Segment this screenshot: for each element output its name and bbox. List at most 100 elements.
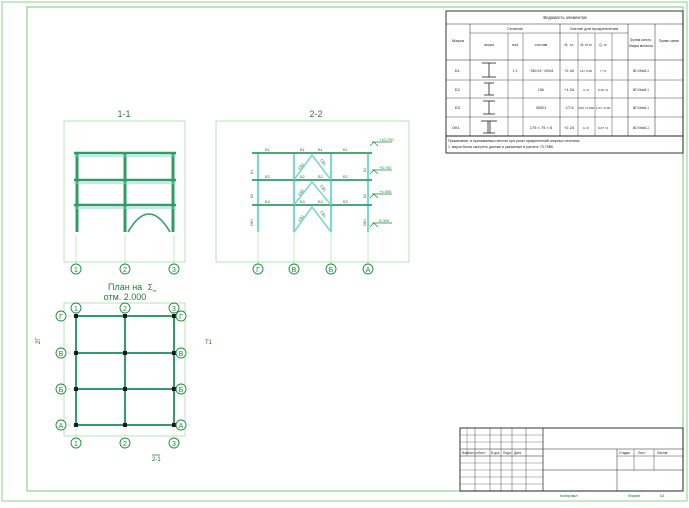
spec-row-steel: ВСт3пс6-1 xyxy=(633,69,649,73)
plan-bottom-mark: 2-1 xyxy=(152,457,161,463)
level-label: 0.000 xyxy=(379,218,390,223)
svg-text:Б1: Б1 xyxy=(265,148,270,152)
svg-text:Б3: Б3 xyxy=(265,200,270,204)
level-label: +4.500 xyxy=(379,189,392,194)
svg-text:Б1: Б1 xyxy=(300,148,305,152)
section-1-1-title: 1-1 xyxy=(117,109,130,119)
svg-text:Б2: Б2 xyxy=(343,175,348,179)
format-value: А3 xyxy=(660,494,664,498)
svg-text:Б2: Б2 xyxy=(265,175,270,179)
plan-title-subscript: нт xyxy=(153,288,157,293)
spec-sub-q: Q, тс xyxy=(599,43,607,47)
axis-label: А xyxy=(59,423,64,430)
svg-text:Б2: Б2 xyxy=(318,175,323,179)
spec-row-m: 0 / 0 xyxy=(583,126,589,130)
svg-text:СВ1: СВ1 xyxy=(298,214,306,222)
level-mark xyxy=(369,193,392,199)
spec-sketch-icons xyxy=(481,62,497,134)
axis-label: Б xyxy=(179,387,184,394)
level-label: +8.700 xyxy=(379,165,392,170)
axis-marker: В В xyxy=(55,347,187,359)
axis-label: В xyxy=(179,351,184,358)
spec-col-note: Приме-чание xyxy=(659,39,679,43)
i-beam-sketch-icon xyxy=(482,62,496,78)
axis-label: Г xyxy=(256,267,260,274)
axis-label: В xyxy=(59,351,64,358)
brace-arch xyxy=(127,213,171,233)
angle-pair-sketch-icon xyxy=(481,120,497,134)
level-mark xyxy=(369,141,392,147)
spec-row-q: 7 / 0 xyxy=(600,69,606,73)
axis-label: 1 xyxy=(74,267,78,274)
plan-side-mark-right: Т1 xyxy=(205,340,213,346)
svg-text:СВ1: СВ1 xyxy=(319,210,327,218)
spec-sub-m: M, тс·м xyxy=(580,43,592,47)
axis-label: 3 xyxy=(172,306,176,313)
spec-row-mark: ОК1 xyxy=(452,125,460,130)
spec-row-m: 3 / 0 xyxy=(583,88,589,92)
spec-col-forces: Усилие для прикрепления xyxy=(570,26,619,31)
axis-label: В xyxy=(292,267,297,274)
svg-text:К1: К1 xyxy=(363,168,367,172)
svg-text:СВ1: СВ1 xyxy=(298,162,306,170)
spec-sub-comp: состав xyxy=(535,42,547,47)
axis-label: Г xyxy=(179,314,183,321)
brace xyxy=(293,153,332,181)
specification-table xyxy=(445,10,684,154)
axis-label: 2 xyxy=(123,441,127,448)
axis-marker: 1 1 xyxy=(70,302,82,449)
spec-row-comp: I30Б1 xyxy=(536,105,547,110)
spec-row-n: +1.34 xyxy=(564,87,575,92)
axis-label: 3 xyxy=(172,441,176,448)
spec-col-group: Группа констр. xyxy=(630,38,652,42)
axis-label: Г xyxy=(59,314,63,321)
spec-row-q: 3.40 / 0 xyxy=(598,88,609,92)
title-block xyxy=(459,427,684,492)
format-label: Формат xyxy=(628,494,641,498)
stamp-stage: Стадия xyxy=(619,451,630,455)
stamp-sheet: Лист xyxy=(638,451,645,455)
spec-note-1: Примечание: в принимаемых местах при узл… xyxy=(448,139,580,143)
axis-marker: 3 3 xyxy=(168,302,180,449)
section-1-1: 1-1 1 xyxy=(63,109,186,275)
plan-title-line2: отм. 2.000 xyxy=(104,292,147,302)
axis-label: 1 xyxy=(74,441,78,448)
spec-row-m: 4.66 / 0.030 xyxy=(578,106,595,110)
section-1-1-frame xyxy=(63,120,186,263)
spec-row-q: 0.37 / 0 xyxy=(598,126,609,130)
spec-row-m: 16 / 0.00 xyxy=(580,69,592,73)
spec-row-steel: ВСт3пс6-1 xyxy=(633,106,649,110)
plan-title-symbol: Σ xyxy=(148,283,153,292)
spec-row-mark: Б1 xyxy=(455,68,461,73)
stamp-h6: Дата xyxy=(514,451,521,455)
brace xyxy=(293,205,332,233)
stamp-h2: Кол.уч xyxy=(468,451,478,455)
axis-marker: 2 2 xyxy=(119,302,131,449)
svg-text:Б3: Б3 xyxy=(300,200,305,204)
spec-title: Ведомость элементов xyxy=(543,15,587,20)
axis-marker: Г xyxy=(252,263,264,275)
svg-text:К2: К2 xyxy=(363,194,367,198)
spec-row-pos: 1 2 xyxy=(513,69,518,73)
level-mark xyxy=(369,222,392,228)
stamp-h3: Лист xyxy=(478,451,485,455)
axis-label: А xyxy=(179,423,184,430)
brace xyxy=(293,180,332,206)
spec-note-2: 1. марки балок смотреть данные и указанн… xyxy=(448,145,554,149)
axis-marker: Б Б xyxy=(55,383,187,395)
axis-label: 2 xyxy=(123,306,127,313)
spec-row-comp: I36 xyxy=(538,87,544,92)
svg-text:СВ1: СВ1 xyxy=(298,188,306,196)
axis-label: Б xyxy=(59,387,64,394)
axis-label: А xyxy=(366,267,371,274)
spec-row-comp: 175 × 75 × 6 xyxy=(530,125,553,130)
plan-view: План на Σнт отм. 2.000 xyxy=(36,282,213,463)
inner-frame xyxy=(26,6,684,492)
svg-text:Б1: Б1 xyxy=(318,148,323,152)
title-block-text: Изм. Кол.уч Лист N док Подп. Дата Стадия… xyxy=(462,451,668,455)
svg-text:ОК1: ОК1 xyxy=(250,219,254,226)
svg-text:СВ1: СВ1 xyxy=(319,184,327,192)
